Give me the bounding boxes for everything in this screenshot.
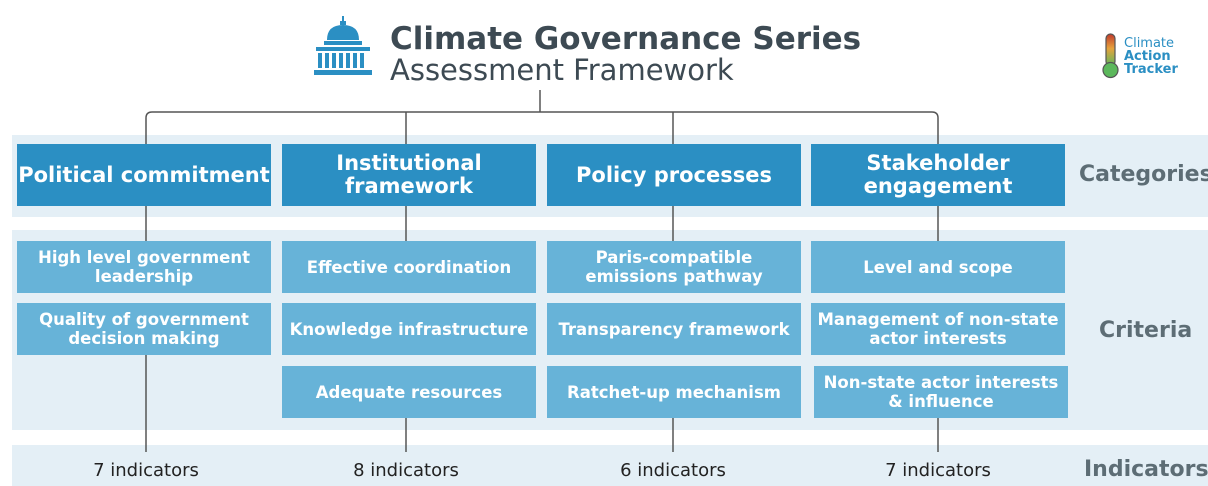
criterion-box: Ratchet-up mechanism <box>547 366 801 418</box>
criterion-box: Level and scope <box>811 241 1065 293</box>
logo-line-3: Tracker <box>1124 62 1178 77</box>
thermometer-logo-icon <box>1102 33 1119 79</box>
indicator-count: 7 indicators <box>885 460 991 481</box>
page-subtitle: Assessment Framework <box>390 53 734 87</box>
category-policy-processes: Policy processes <box>547 144 801 206</box>
page-title: Climate Governance Series <box>390 21 862 57</box>
criterion-box: Transparency framework <box>547 303 801 355</box>
indicators-band <box>12 445 1208 486</box>
indicator-count: 6 indicators <box>620 460 726 481</box>
criterion-box: Effective coordination <box>282 241 536 293</box>
row-label-criteria: Criteria <box>1099 318 1193 343</box>
indicator-count: 7 indicators <box>93 460 199 481</box>
indicator-count: 8 indicators <box>353 460 459 481</box>
capitol-building-icon <box>314 16 372 75</box>
criterion-box: Non-state actor interests & influence <box>814 366 1068 418</box>
criterion-box: Adequate resources <box>282 366 536 418</box>
logo-line-1: Climate <box>1124 36 1175 51</box>
row-label-categories: Categories <box>1079 162 1208 187</box>
criterion-box: Quality of government decision making <box>17 303 271 355</box>
logo-line-2: Action <box>1124 49 1171 64</box>
category-stakeholder-engagement: Stakeholder engagement <box>811 144 1065 206</box>
criterion-box: High level government leadership <box>17 241 271 293</box>
criterion-box: Paris-compatible emissions pathway <box>547 241 801 293</box>
category-political-commitment: Political commitment <box>17 144 271 206</box>
category-institutional-framework: Institutional framework <box>282 144 536 206</box>
criterion-box: Knowledge infrastructure <box>282 303 536 355</box>
criterion-box: Management of non-state actor interests <box>811 303 1065 355</box>
row-label-indicators: Indicators <box>1084 457 1208 482</box>
logo-text: Climate Action Tracker <box>1124 37 1178 76</box>
